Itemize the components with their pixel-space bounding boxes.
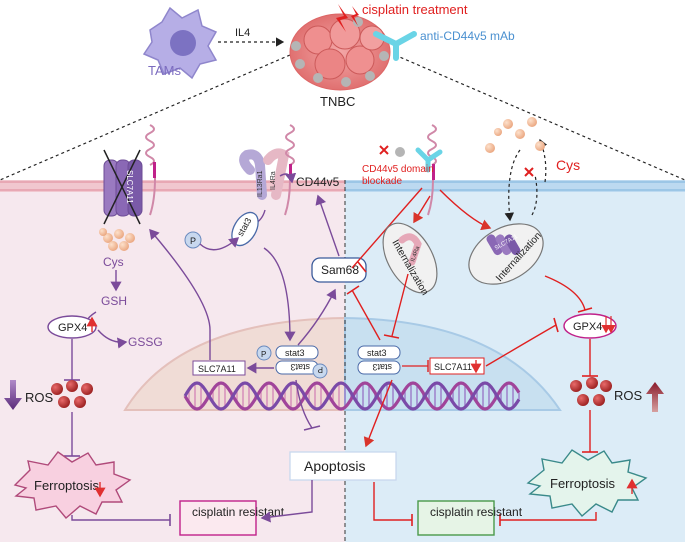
slc7a11-gene-label-left: SLC7A11 [198, 364, 236, 374]
gene-inhibits-gpx4-right [485, 324, 557, 367]
vesicle2-inhibits-gpx4 [544, 275, 586, 311]
il4-label: IL4 [235, 27, 250, 39]
antibody-icon [373, 31, 417, 61]
il4-to-cd44-arrow [279, 172, 297, 184]
slc7a11-transporter: SLC7A11 [103, 124, 156, 225]
slc7a11-gene-box-left [192, 360, 246, 376]
gpx4-box-left [47, 315, 97, 339]
cisplatin-resistant-box-right [417, 500, 495, 536]
lightning-icon-small [351, 6, 359, 26]
lightning-icon [336, 4, 348, 32]
treatment-label: cisplatin treatment [362, 2, 468, 17]
apoptosis-to-resistant-left [260, 480, 313, 523]
cisplatin-resistant-box-left [179, 500, 257, 536]
ferroptosis-label-left: Ferroptosis [34, 478, 100, 493]
stat3-to-nucleus-arrow [263, 247, 296, 342]
gpx4-label-right: GPX4 [573, 321, 602, 333]
cd44v5-label: CD44v5 [296, 175, 340, 189]
il4ra-label: IL4Ra [270, 171, 277, 190]
stat3-nuc-bottom-label: stat3 [290, 362, 310, 372]
dna-helix [183, 381, 521, 411]
p-cyto-circle [184, 231, 202, 249]
gpx4-label-left: GPX4 [58, 322, 87, 334]
gene-to-transporter-arrow [149, 228, 211, 360]
sam68-box [311, 257, 367, 283]
blockade-x-icon [379, 145, 389, 155]
cys-cluster-right [485, 117, 545, 153]
sam68-label: Sam68 [321, 263, 359, 277]
blockade-label-line2: blockade [362, 176, 402, 187]
slc7a11-transporter-label: SLC7A11 [125, 170, 134, 204]
blockade-label-line1: CD44v5 domain [362, 164, 434, 175]
cisplatin-dot-right [395, 147, 405, 157]
stat3-nuc-top-label: stat3 [285, 348, 305, 358]
stat3-inhibits-apoptosis [295, 379, 313, 429]
stat3-to-sam68-arrow [297, 288, 337, 346]
ferroptosis-to-resistant-line [71, 515, 170, 521]
ros-cluster-right [570, 377, 612, 406]
ferroptosis-label-right: Ferroptosis [550, 476, 616, 491]
slc7a11-gene-label-right: SLC7A11 [434, 362, 472, 372]
right-cd44v5 [415, 124, 443, 216]
sam68-stat3-line [351, 289, 381, 341]
cys-x-icon [524, 167, 534, 177]
p-cyto-label: P [190, 236, 196, 246]
il4ra-small-label: IL4Ra [410, 245, 421, 263]
ros-cluster-left [51, 380, 93, 408]
apoptosis-label: Apoptosis [304, 458, 365, 474]
apoptosis-box [289, 451, 397, 481]
dna-strand [183, 381, 521, 411]
ros-up-arrow [646, 382, 664, 412]
stat3-to-apoptosis-right [363, 379, 393, 448]
tams-cell: TAMs [142, 6, 218, 80]
ros-label-left: ROS [25, 390, 54, 405]
transporter-recycling-line [531, 174, 538, 216]
ferroptosis-burst-left [13, 451, 132, 519]
il4ra-internalized [398, 233, 422, 266]
il13ra1-label: IL13Ra1 [257, 170, 264, 197]
il4r-receptor: IL13Ra1 IL4Ra [239, 124, 295, 216]
cd44-to-vesicle1 [413, 195, 431, 224]
gpx4-to-gssg-arrow [97, 329, 128, 349]
cys-label-left: Cys [103, 255, 124, 269]
sam68-to-cd44-arrow [315, 194, 340, 257]
cisplatin-resistant-label-right: cisplatin resistant [430, 505, 523, 519]
ferroptosis-inhibits-resistant-right [500, 512, 597, 521]
stat3-right-top-label: stat3 [367, 348, 387, 358]
p-nuc-top-label: P [261, 350, 266, 359]
gssg-label: GSSG [128, 335, 163, 349]
cd44-to-vesicle2 [439, 189, 492, 231]
ros-label-right: ROS [614, 388, 643, 403]
p-to-stat3-arrow [199, 237, 240, 251]
tams-label: TAMs [148, 63, 181, 78]
stat3-dimer-left [256, 345, 328, 379]
cys-label-right: Cys [556, 157, 580, 173]
apoptosis-inhibits-resistant-right [373, 482, 412, 521]
p-nuc-bottom-label: P [318, 365, 323, 374]
antibody-label: anti-CD44v5 mAb [420, 29, 515, 43]
tnbc-label: TNBC [320, 94, 355, 109]
ros-down-arrow [4, 380, 22, 410]
cys-cluster-left [99, 228, 135, 251]
tnbc-tumor: TNBC [289, 13, 391, 109]
slc7a11-internalized [486, 234, 521, 256]
gsh-label: GSH [101, 294, 127, 308]
stat3-dimer-right [357, 345, 401, 375]
stat3-right-bottom-label: stat3 [372, 362, 392, 372]
vesicle1-inhibits-stat3 [391, 273, 409, 337]
dna-strand [183, 381, 521, 411]
